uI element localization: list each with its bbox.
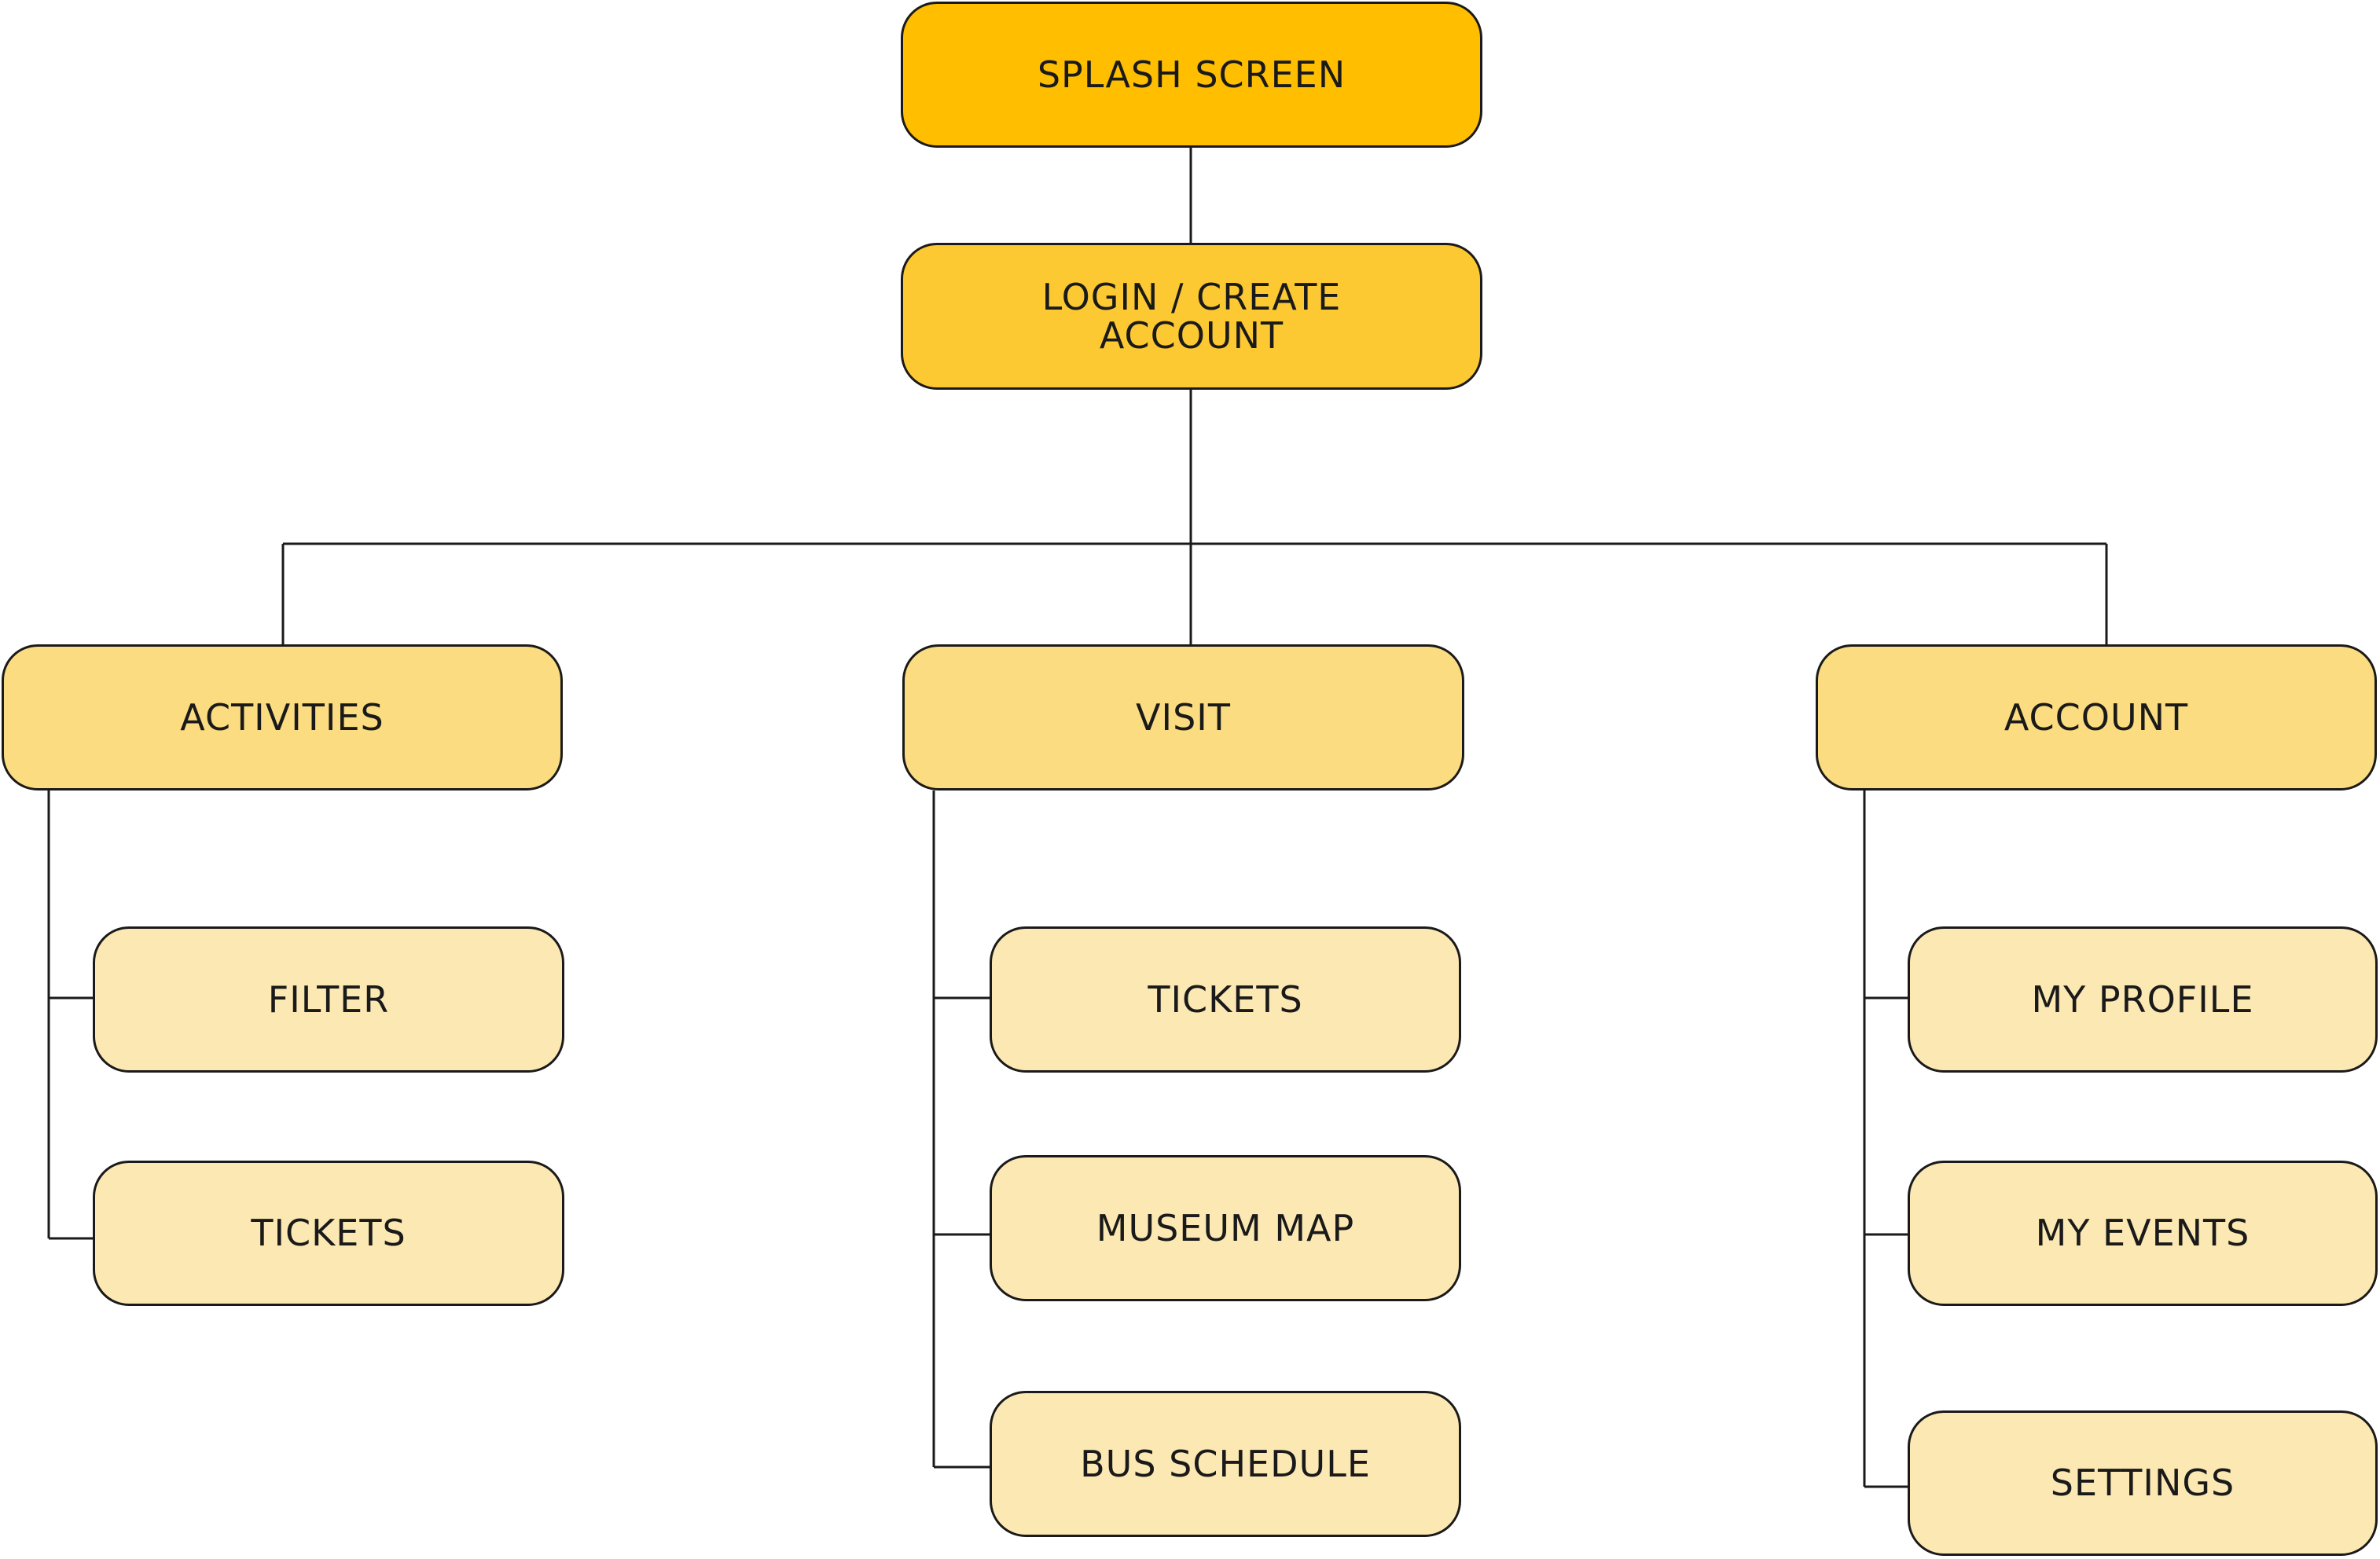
node-my-profile: MY PROFILE (1908, 926, 2378, 1073)
node-activities-tickets: TICKETS (93, 1161, 564, 1306)
node-settings: SETTINGS (1908, 1410, 2378, 1556)
node-activities-label: ACTIVITIES (180, 695, 384, 739)
node-bus-schedule: BUS SCHEDULE (990, 1391, 1461, 1537)
node-login-label-line1: LOGIN / CREATE (1041, 276, 1342, 319)
node-activities: ACTIVITIES (2, 644, 563, 791)
node-filter: FILTER (93, 926, 564, 1073)
node-login-label-line2: ACCOUNT (1099, 314, 1284, 357)
node-splash-screen: SPLASH SCREEN (901, 2, 1482, 148)
node-my-events-label: MY EVENTS (2035, 1212, 2250, 1255)
node-bus-schedule-label: BUS SCHEDULE (1080, 1442, 1371, 1485)
node-login-create-account: LOGIN / CREATE ACCOUNT (901, 243, 1482, 390)
node-my-profile-label: MY PROFILE (2031, 978, 2254, 1021)
node-visit: VISIT (902, 644, 1464, 791)
node-visit-tickets-label: TICKETS (1148, 978, 1303, 1021)
node-museum-map-label: MUSEUM MAP (1096, 1206, 1355, 1249)
node-splash-screen-label: SPLASH SCREEN (1037, 53, 1346, 96)
node-account-label: ACCOUNT (2004, 695, 2189, 739)
node-settings-label: SETTINGS (2050, 1462, 2235, 1505)
node-account: ACCOUNT (1816, 644, 2377, 791)
node-my-events: MY EVENTS (1908, 1161, 2378, 1306)
node-museum-map: MUSEUM MAP (990, 1155, 1461, 1301)
node-activities-tickets-label: TICKETS (251, 1212, 406, 1255)
node-filter-label: FILTER (267, 978, 390, 1021)
node-visit-label: VISIT (1136, 695, 1231, 739)
node-visit-tickets: TICKETS (990, 926, 1461, 1073)
